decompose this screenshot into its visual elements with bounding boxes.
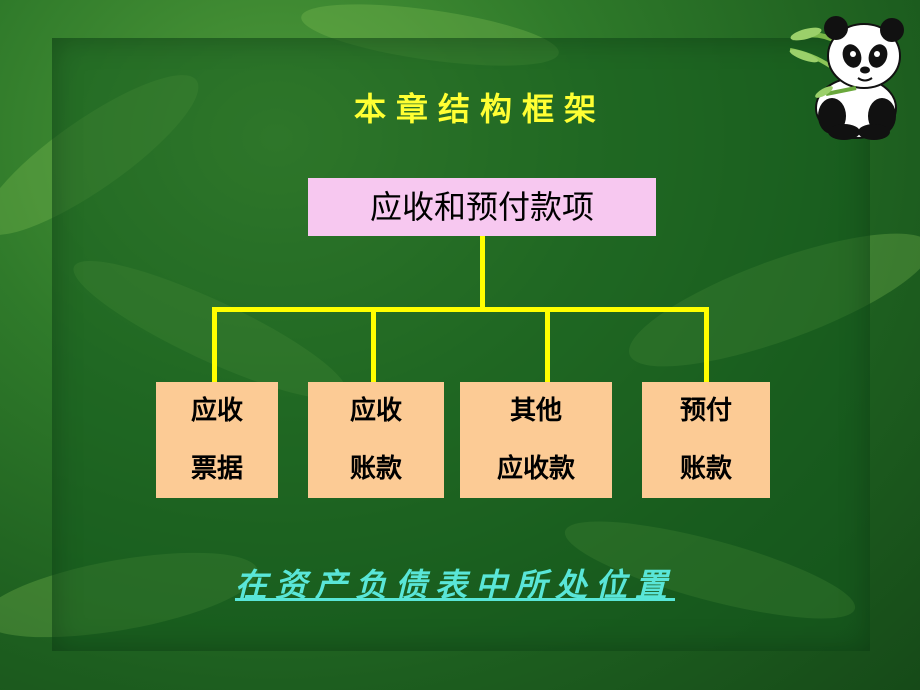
balance-sheet-position-link[interactable]: 在资产负债表中所处位置 xyxy=(234,566,675,604)
content-panel xyxy=(52,38,870,651)
root-node: 应收和预付款项 xyxy=(308,178,656,236)
connector-leaf-1 xyxy=(212,307,217,382)
leaf-node-accounts-receivable: 应收 账款 xyxy=(308,382,444,498)
leaf-label-line2: 账款 xyxy=(349,454,402,484)
leaf-label-line1: 应收 xyxy=(190,396,243,426)
leaf-label-line1: 其他 xyxy=(509,396,562,426)
leaf-label-line2: 票据 xyxy=(190,454,243,484)
leaf-label-line1: 应收 xyxy=(349,396,402,426)
panda-with-bamboo-icon xyxy=(789,16,904,140)
connector-root-stem xyxy=(480,236,485,309)
leaf-node-other-receivables: 其他 应收款 xyxy=(460,382,612,498)
leaf-node-prepayments: 预付 账款 xyxy=(642,382,770,498)
leaf-node-notes-receivable: 应收 票据 xyxy=(156,382,278,498)
connector-leaf-4 xyxy=(704,307,709,382)
connector-leaf-3 xyxy=(545,307,550,382)
connector-leaf-2 xyxy=(371,307,376,382)
leaf-label-line2: 应收款 xyxy=(496,454,575,484)
page-title: 本章结构框架 xyxy=(353,90,606,128)
leaf-label-line2: 账款 xyxy=(679,454,732,484)
connector-horizontal-bar xyxy=(212,307,709,312)
leaf-label-line1: 预付 xyxy=(679,396,732,426)
